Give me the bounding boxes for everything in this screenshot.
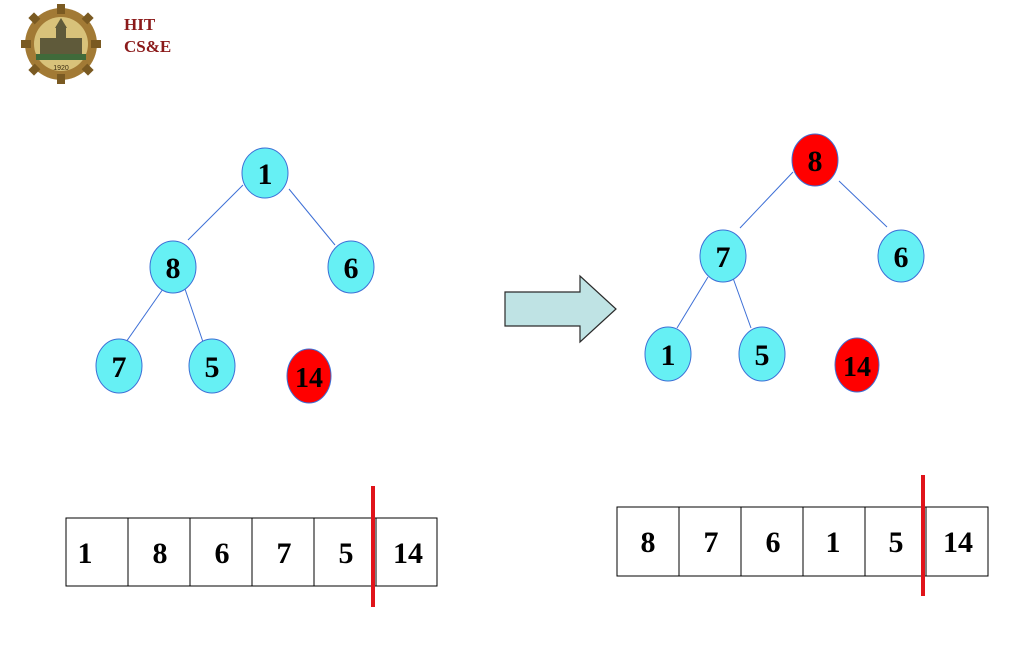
before-tree: 1 8 6 7 5 14 [95,147,375,404]
edge-before-1-8 [187,184,244,241]
after-node-left-label: 7 [716,241,731,274]
edge-before-1-6 [288,188,336,246]
after-node-right: 6 [877,229,925,283]
before-node-left-left: 7 [95,338,143,394]
before-node-right: 6 [327,240,375,294]
after-node-root: 8 [791,133,839,187]
after-node-left: 7 [699,229,747,283]
after-node-left-right: 5 [738,326,786,382]
before-node-left-right-label: 5 [205,351,220,384]
after-array-cell-4: 5 [889,526,904,559]
after-array-cell-5: 14 [943,526,973,559]
after-tree: 8 7 6 1 5 14 [644,133,925,393]
before-array-cell-0: 1 [78,537,93,570]
after-node-right-label: 6 [894,241,909,274]
edge-after-8-7 [739,171,794,229]
after-array-cell-2: 6 [766,526,781,559]
before-array-cell-5: 14 [393,537,423,570]
right-arrow-icon [504,274,617,344]
brand-title: HIT CS&E [124,14,171,58]
after-node-left-right-label: 5 [755,339,770,372]
before-node-right-label: 6 [344,252,359,285]
after-node-left-left: 1 [644,326,692,382]
before-node-left-label: 8 [166,252,181,285]
before-node-left: 8 [149,240,197,294]
brand-line-1: HIT [124,15,156,34]
brand-line-2: CS&E [124,37,172,56]
after-array-cell-3: 1 [826,526,841,559]
before-array-cell-2: 6 [215,537,230,570]
after-sorted-node-label: 14 [843,352,871,383]
after-array-cell-1: 7 [704,526,719,559]
before-sorted-node-label: 14 [295,363,323,394]
edge-before-8-7 [125,288,164,343]
after-array: 8 7 6 1 5 14 [616,475,989,596]
before-sorted-node: 14 [286,348,332,404]
seal-year: 1920 [53,65,69,72]
edge-after-8-6 [838,180,888,228]
before-node-left-left-label: 7 [112,351,127,384]
before-array-cell-3: 7 [277,537,292,570]
after-array-cell-0: 8 [641,526,656,559]
before-node-root: 1 [241,147,289,199]
before-node-left-right: 5 [188,338,236,394]
university-seal-logo: 1920 [8,4,114,84]
before-array-cell-4: 5 [339,537,354,570]
before-node-root-label: 1 [258,158,273,191]
edge-before-8-5 [184,288,204,343]
after-node-root-label: 8 [808,145,823,178]
edge-after-7-5 [732,277,752,329]
before-array-cell-1: 8 [153,537,168,570]
edge-after-7-1 [676,276,709,329]
before-array: 1 8 6 7 5 14 [65,486,438,607]
after-sorted-node: 14 [834,337,880,393]
after-node-left-left-label: 1 [661,339,676,372]
